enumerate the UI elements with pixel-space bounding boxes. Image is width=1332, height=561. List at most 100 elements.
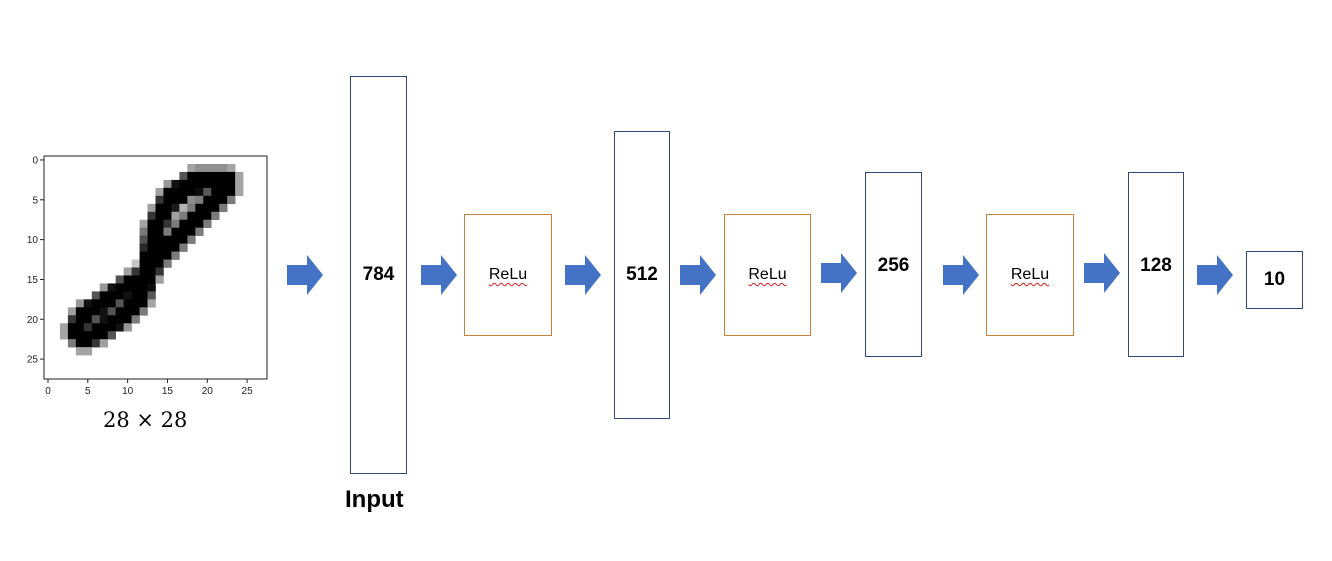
digit-pixel <box>179 203 188 213</box>
digit-pixel <box>195 203 204 213</box>
digit-pixel <box>83 315 93 324</box>
digit-pixel <box>171 227 180 236</box>
x-tick-label: 15 <box>162 386 174 397</box>
digit-pixel <box>147 251 156 260</box>
digit-pixel <box>163 251 172 260</box>
y-tick-label: 20 <box>27 315 39 326</box>
digit-pixel <box>163 259 172 268</box>
digit-pixel <box>163 203 172 213</box>
digit-pixel <box>83 331 93 340</box>
digit-pixel <box>67 315 77 324</box>
digit-pixel <box>211 179 220 189</box>
digit-pixel <box>187 235 196 244</box>
digit-pixel <box>219 187 228 197</box>
digit-pixel <box>179 195 188 205</box>
digit-pixel <box>211 211 220 221</box>
digit-pixel <box>163 243 172 252</box>
digit-pixel <box>235 187 244 197</box>
digit-pixel <box>147 283 156 292</box>
digit-pixel <box>171 211 180 221</box>
relu-activation-box: ReLu <box>986 214 1074 336</box>
digit-pixel <box>171 235 180 244</box>
digit-pixel <box>99 299 109 308</box>
arrow-icon <box>1197 255 1233 295</box>
digit-pixel <box>123 275 132 284</box>
digit-pixel <box>211 195 220 205</box>
digit-pixel <box>195 227 204 236</box>
digit-pixel <box>179 219 188 228</box>
arrow-icon <box>943 255 979 295</box>
digit-pixel <box>163 179 172 189</box>
y-tick-label: 25 <box>27 355 39 366</box>
x-tick-label: 20 <box>202 386 214 397</box>
input-layer-caption: Input <box>345 486 404 513</box>
digit-pixel <box>227 179 236 189</box>
digit-pixel <box>131 283 140 292</box>
digit-pixel <box>123 283 132 292</box>
digit-pixel <box>155 275 164 284</box>
digit-pixel <box>147 267 156 276</box>
digit-pixel <box>75 347 85 356</box>
digit-pixel <box>179 211 188 221</box>
digit-pixel <box>115 299 124 308</box>
digit-pixel <box>147 235 156 244</box>
digit-pixel <box>123 315 132 324</box>
digit-pixel <box>179 227 188 236</box>
digit-pixel <box>75 299 85 308</box>
digit-pixel <box>139 307 148 316</box>
digit-pixel <box>147 275 156 284</box>
digit-pixel <box>131 275 140 284</box>
hidden-layer-box: 256 <box>865 172 922 357</box>
digit-pixel <box>107 331 116 340</box>
digit-pixel <box>59 331 69 340</box>
digit-pixel <box>179 235 188 244</box>
digit-pixel <box>139 283 148 292</box>
digit-pixel <box>179 243 188 252</box>
digit-pixel <box>187 219 196 228</box>
digit-pixel <box>59 323 69 332</box>
digit-pixel <box>147 243 156 252</box>
digit-pixel <box>203 203 212 213</box>
digit-pixel <box>131 299 140 308</box>
digit-pixel <box>155 203 164 213</box>
digit-pixel <box>139 275 148 284</box>
hidden-layer-units: 512 <box>626 264 658 285</box>
hidden-layer-box: 128 <box>1128 172 1184 357</box>
arrow-icon <box>565 255 601 295</box>
digit-pixel <box>163 219 172 228</box>
digit-pixel <box>163 211 172 221</box>
relu-activation-box: ReLu <box>464 214 552 336</box>
arrow-icon <box>821 253 857 293</box>
digit-pixel <box>195 187 204 197</box>
digit-pixel <box>163 195 172 205</box>
y-tick-label: 15 <box>27 275 39 286</box>
input-size-label: 28 × 28 <box>103 408 188 432</box>
digit-pixel <box>163 227 172 236</box>
digit-pixel <box>131 291 140 300</box>
digit-pixel <box>211 187 220 197</box>
digit-pixel <box>91 339 101 348</box>
digit-pixel <box>107 299 116 308</box>
digit-pixel <box>155 243 164 252</box>
digit-pixel <box>115 291 124 300</box>
digit-pixel <box>131 259 140 268</box>
digit-pixel <box>203 171 212 181</box>
x-tick-label: 5 <box>85 386 91 397</box>
digit-pixel <box>171 187 180 197</box>
digit-pixel <box>67 323 77 332</box>
output-layer-units: 10 <box>1263 269 1286 290</box>
digit-pixel <box>83 347 93 356</box>
digit-pixel <box>107 283 116 292</box>
hidden-layer-units: 256 <box>877 255 910 276</box>
digit-pixel <box>171 243 180 252</box>
digit-pixel <box>155 251 164 260</box>
digit-pixel <box>219 179 228 189</box>
digit-pixel <box>187 195 196 205</box>
digit-pixel <box>195 171 204 181</box>
digit-pixel <box>91 307 101 316</box>
digit-pixel <box>227 171 236 181</box>
digit-pixel <box>155 227 164 236</box>
y-tick-label: 10 <box>27 235 39 246</box>
